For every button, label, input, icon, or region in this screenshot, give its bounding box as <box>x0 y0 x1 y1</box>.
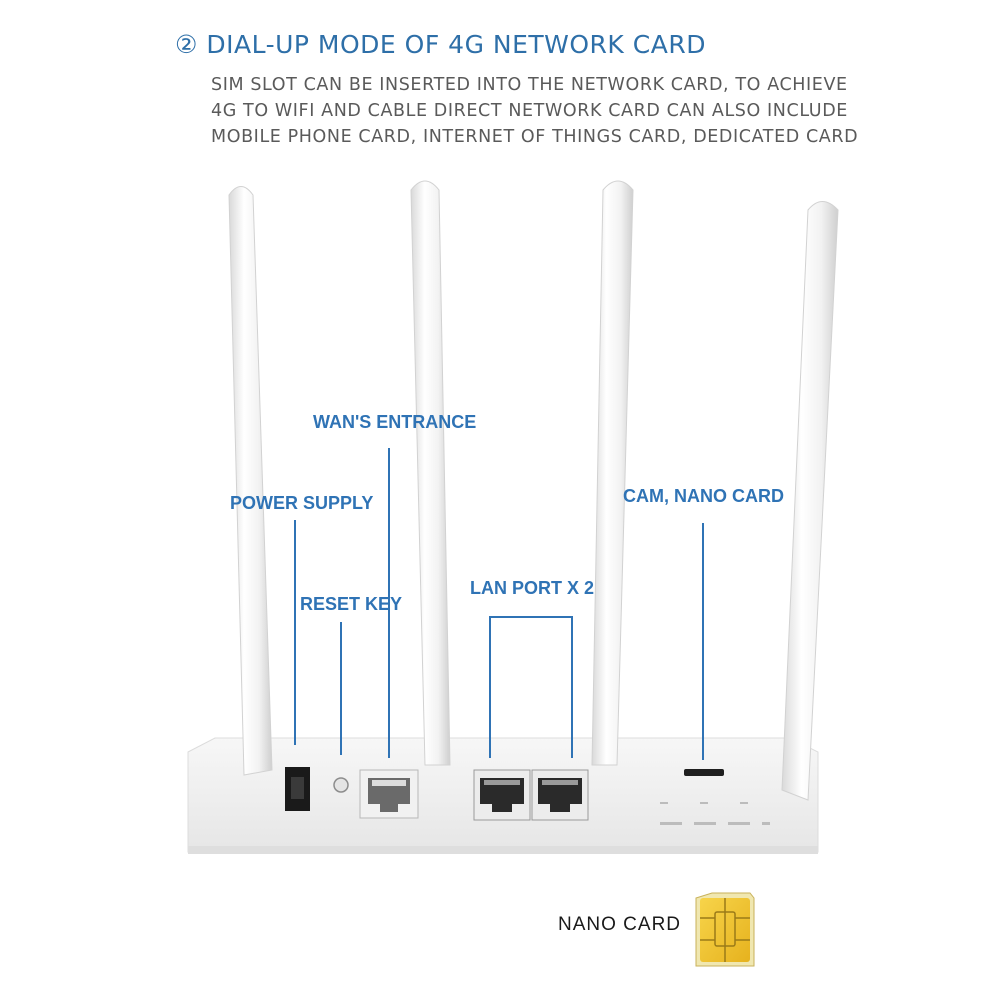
lan-callout-label: LAN PORT X 2 <box>470 578 595 598</box>
nano-card-label: NANO CARD <box>558 914 682 935</box>
description: SIM SLOT CAN BE INSERTED INTO THE NETWOR… <box>211 72 858 150</box>
reset-callout-label: RESET KEY <box>300 594 403 614</box>
lan-port-1 <box>473 769 531 821</box>
description-line-1: SIM SLOT CAN BE INSERTED INTO THE NETWOR… <box>211 75 848 95</box>
antenna-3 <box>591 180 634 766</box>
sim-slot <box>684 769 724 776</box>
vent-slits <box>660 802 770 825</box>
page-heading: ② DIAL-UP MODE OF 4G NETWORK CARD <box>175 30 706 59</box>
wan-callout-label: WAN'S ENTRANCE <box>313 412 477 432</box>
antenna-2 <box>410 180 451 766</box>
nano-sim-card-icon <box>695 892 755 967</box>
power-jack <box>285 767 310 811</box>
cam-callout-label: CAM, NANO CARD <box>623 486 784 506</box>
lan-bracket-line <box>489 616 573 758</box>
reset-button <box>333 777 349 793</box>
description-line-2: 4G TO WIFI AND CABLE DIRECT NETWORK CARD… <box>211 101 848 121</box>
description-line-3: MOBILE PHONE CARD, INTERNET OF THINGS CA… <box>211 127 859 147</box>
antenna-4 <box>781 201 839 801</box>
power-callout-label: POWER SUPPLY <box>230 493 374 513</box>
lan-port-2 <box>531 769 589 821</box>
wan-port <box>359 769 419 819</box>
callout-lines <box>294 448 704 760</box>
antenna-1 <box>228 186 273 776</box>
